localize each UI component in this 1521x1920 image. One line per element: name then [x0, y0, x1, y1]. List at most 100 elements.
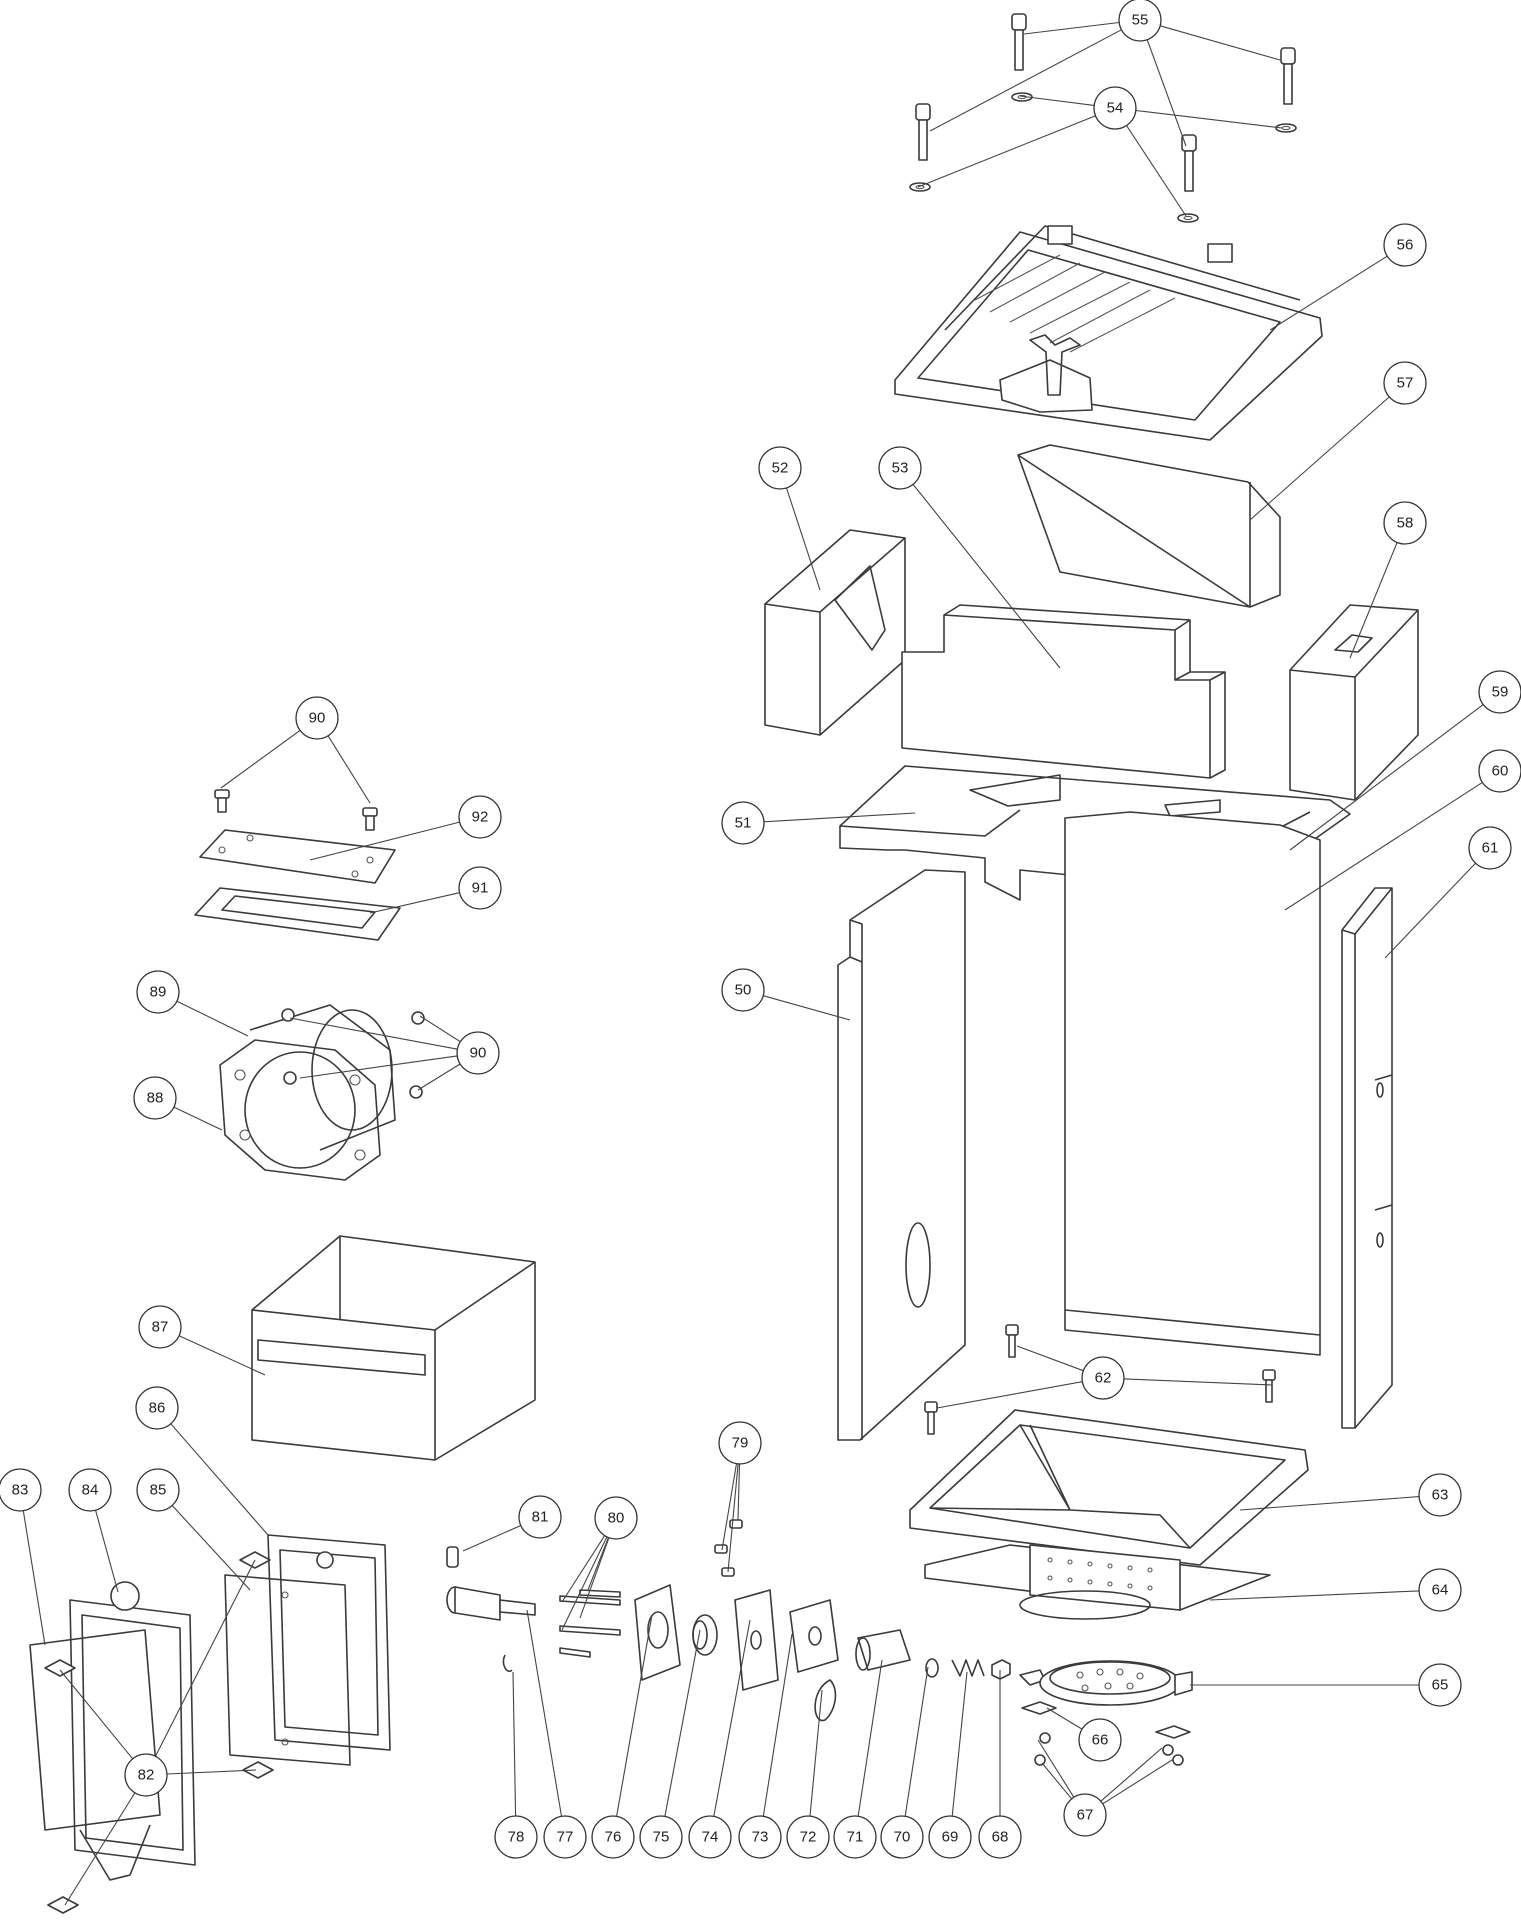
callout-bubble — [518, 1495, 562, 1539]
callout-bubble — [136, 1468, 180, 1512]
callout-bubble — [124, 1753, 168, 1797]
callout-90: 90 — [456, 1031, 500, 1075]
callout-number: 87 — [152, 1319, 169, 1336]
callout-87: 87 — [138, 1305, 182, 1349]
leader-line-80-0 — [561, 1535, 606, 1603]
leader-line-64-0 — [1209, 1590, 1420, 1601]
callout-bubble — [133, 1076, 177, 1120]
callout-number: 62 — [1095, 1370, 1112, 1387]
gasket-86 — [267, 1534, 391, 1751]
callout-number: 58 — [1397, 515, 1414, 532]
callout-77: 77 — [543, 1815, 587, 1859]
callout-57: 57 — [1383, 361, 1427, 405]
callout-92: 92 — [458, 795, 502, 839]
leader-line-77-0 — [526, 1609, 563, 1817]
callout-bubble — [639, 1815, 683, 1859]
flange-plate-74 — [734, 1589, 779, 1691]
leader-line-54-1 — [1135, 109, 1283, 129]
callout-bubble — [878, 446, 922, 490]
flange-88 — [219, 1039, 381, 1181]
callout-number: 66 — [1092, 1732, 1109, 1749]
callout-bubble — [543, 1815, 587, 1859]
callout-bubble — [138, 1305, 182, 1349]
callout-bubble — [1478, 670, 1521, 714]
side-panel-50 — [837, 869, 966, 1441]
sleeve-71 — [855, 1629, 911, 1671]
callout-bubble — [833, 1815, 877, 1859]
leader-line-91-0 — [369, 892, 460, 914]
callout-89: 89 — [136, 970, 180, 1014]
callout-number: 55 — [1132, 12, 1149, 29]
callout-bubble — [456, 1031, 500, 1075]
lid-56 — [894, 225, 1323, 441]
collar-89 — [249, 1004, 396, 1151]
callout-number: 81 — [532, 1509, 549, 1526]
callout-number: 63 — [1432, 1487, 1449, 1504]
callout-bubble — [136, 970, 180, 1014]
callout-bubble — [1383, 223, 1427, 267]
callout-81: 81 — [518, 1495, 562, 1539]
leader-line-66-0 — [1046, 1707, 1083, 1730]
callout-88: 88 — [133, 1076, 177, 1120]
callout-bubble — [928, 1815, 972, 1859]
callout-number: 89 — [150, 984, 167, 1001]
callout-bubble — [1118, 0, 1162, 42]
back-plate-53 — [901, 604, 1226, 779]
leader-line-55-3 — [1146, 39, 1187, 147]
callout-number: 61 — [1482, 840, 1499, 857]
washers-54 — [909, 92, 1297, 223]
callout-70: 70 — [880, 1815, 924, 1859]
leader-line-50-0 — [763, 995, 851, 1021]
callout-number: 83 — [12, 1482, 29, 1499]
callout-73: 73 — [738, 1815, 782, 1859]
callout-79: 79 — [718, 1421, 762, 1465]
callout-bubble — [1081, 1356, 1125, 1400]
callout-bubble — [1063, 1793, 1107, 1837]
callout-number: 64 — [1432, 1582, 1449, 1599]
callout-bubble — [295, 696, 339, 740]
callout-58: 58 — [1383, 501, 1427, 545]
ring-70 — [925, 1658, 939, 1678]
callout-74: 74 — [688, 1815, 732, 1859]
callout-bubble — [1383, 501, 1427, 545]
callout-85: 85 — [136, 1468, 180, 1512]
callout-bubble — [718, 1421, 762, 1465]
leader-line-55-0 — [1023, 21, 1120, 35]
callout-number: 92 — [472, 809, 489, 826]
callout-55: 55 — [1118, 0, 1162, 42]
callout-60: 60 — [1478, 749, 1521, 793]
callout-number: 69 — [942, 1829, 959, 1846]
callout-bubble — [1478, 749, 1521, 793]
callout-bubble — [0, 1468, 42, 1512]
callout-bubble — [1078, 1718, 1122, 1762]
leader-line-71-0 — [857, 1659, 883, 1817]
leader-line-67-2 — [1100, 1747, 1163, 1802]
leader-line-59-0 — [1289, 704, 1484, 851]
gasket-84 — [69, 1581, 196, 1866]
callout-number: 50 — [735, 982, 752, 999]
leader-line-81-0 — [462, 1524, 522, 1552]
leader-line-52-0 — [785, 487, 821, 591]
dowel-81 — [446, 1546, 459, 1568]
leader-line-72-0 — [809, 1689, 823, 1817]
gasket-plate-91 — [194, 887, 401, 941]
callout-number: 54 — [1107, 100, 1124, 117]
callout-number: 70 — [894, 1829, 911, 1846]
callout-52: 52 — [758, 446, 802, 490]
callout-bubble — [591, 1815, 635, 1859]
side-panel-61 — [1341, 887, 1393, 1429]
insulation-block-58 — [1289, 604, 1419, 801]
callout-number: 53 — [892, 460, 909, 477]
callout-number: 82 — [138, 1767, 155, 1784]
callout-number: 72 — [800, 1829, 817, 1846]
callout-82: 82 — [124, 1753, 168, 1797]
callout-bubble — [721, 801, 765, 845]
leader-line-57-0 — [1249, 396, 1390, 521]
leader-line-87-0 — [178, 1335, 266, 1376]
insulation-block-52 — [764, 529, 906, 736]
leader-line-67-3 — [1102, 1759, 1173, 1805]
leader-line-79-1 — [721, 1463, 738, 1551]
insulation-slab-57 — [1017, 444, 1281, 608]
callout-59: 59 — [1478, 670, 1521, 714]
